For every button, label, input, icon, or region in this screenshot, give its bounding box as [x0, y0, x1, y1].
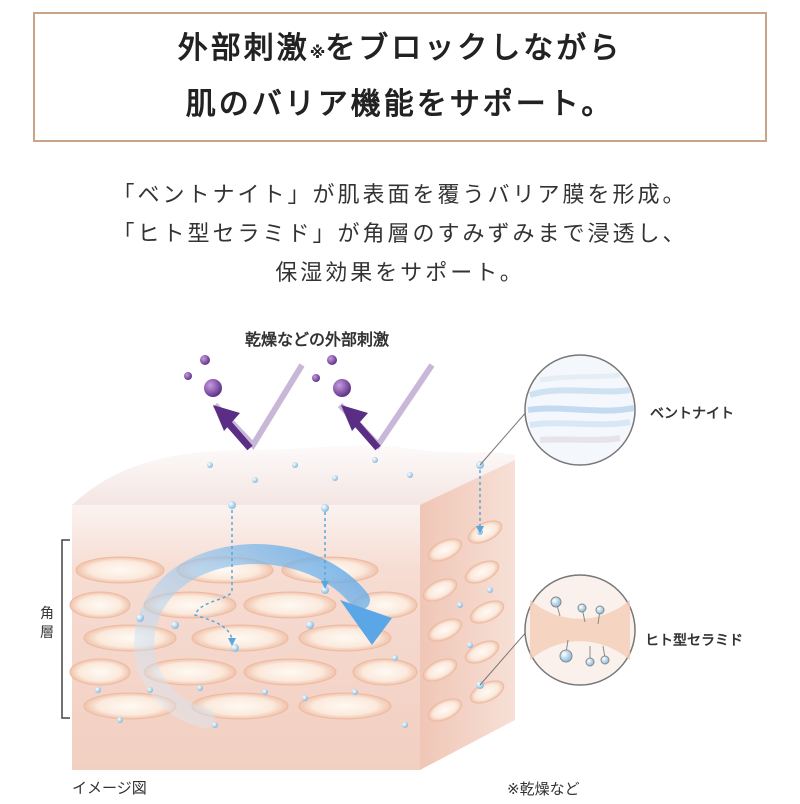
- image-note: イメージ図: [72, 777, 147, 798]
- headline-line-1: 外部刺激※をブロックしながら: [178, 23, 623, 79]
- layer-label-char-1: 角: [40, 603, 54, 623]
- headline-line1-main: 外部刺激: [178, 31, 310, 66]
- description-line-1: 「ベントナイト」が肌表面を覆うバリア膜を形成。: [0, 176, 800, 215]
- headline-note-mark: ※: [310, 43, 326, 62]
- skin-diagram-illustration: [0, 300, 800, 800]
- description: 「ベントナイト」が肌表面を覆うバリア膜を形成。 「ヒト型セラミド」が角層のすみず…: [0, 176, 800, 293]
- skin-side-face: [420, 460, 515, 770]
- ceramide-label: ヒト型セラミド: [645, 630, 743, 650]
- headline-line1-rest: をブロックしながら: [325, 31, 622, 66]
- footnote: ※乾燥など: [507, 778, 580, 799]
- layer-bracket: [62, 540, 70, 718]
- irritant-particles: [184, 355, 351, 397]
- skin-diagram: 乾燥などの外部刺激 角 層 ベントナイト ヒト型セラミド イメージ図 ※乾燥など: [0, 300, 800, 800]
- external-stimulus-arrows: [213, 365, 432, 448]
- external-stimulus-label: 乾燥などの外部刺激: [245, 326, 389, 350]
- layer-label-char-2: 層: [40, 622, 54, 642]
- headline-box: 外部刺激※をブロックしながら 肌のバリア機能をサポート。: [33, 12, 767, 142]
- description-line-2: 「ヒト型セラミド」が角層のすみずみまで浸透し、: [0, 215, 800, 254]
- description-line-3: 保湿効果をサポート。: [0, 254, 800, 293]
- headline-line-2: 肌のバリア機能をサポート。: [186, 79, 614, 131]
- bentonite-label: ベントナイト: [650, 403, 734, 423]
